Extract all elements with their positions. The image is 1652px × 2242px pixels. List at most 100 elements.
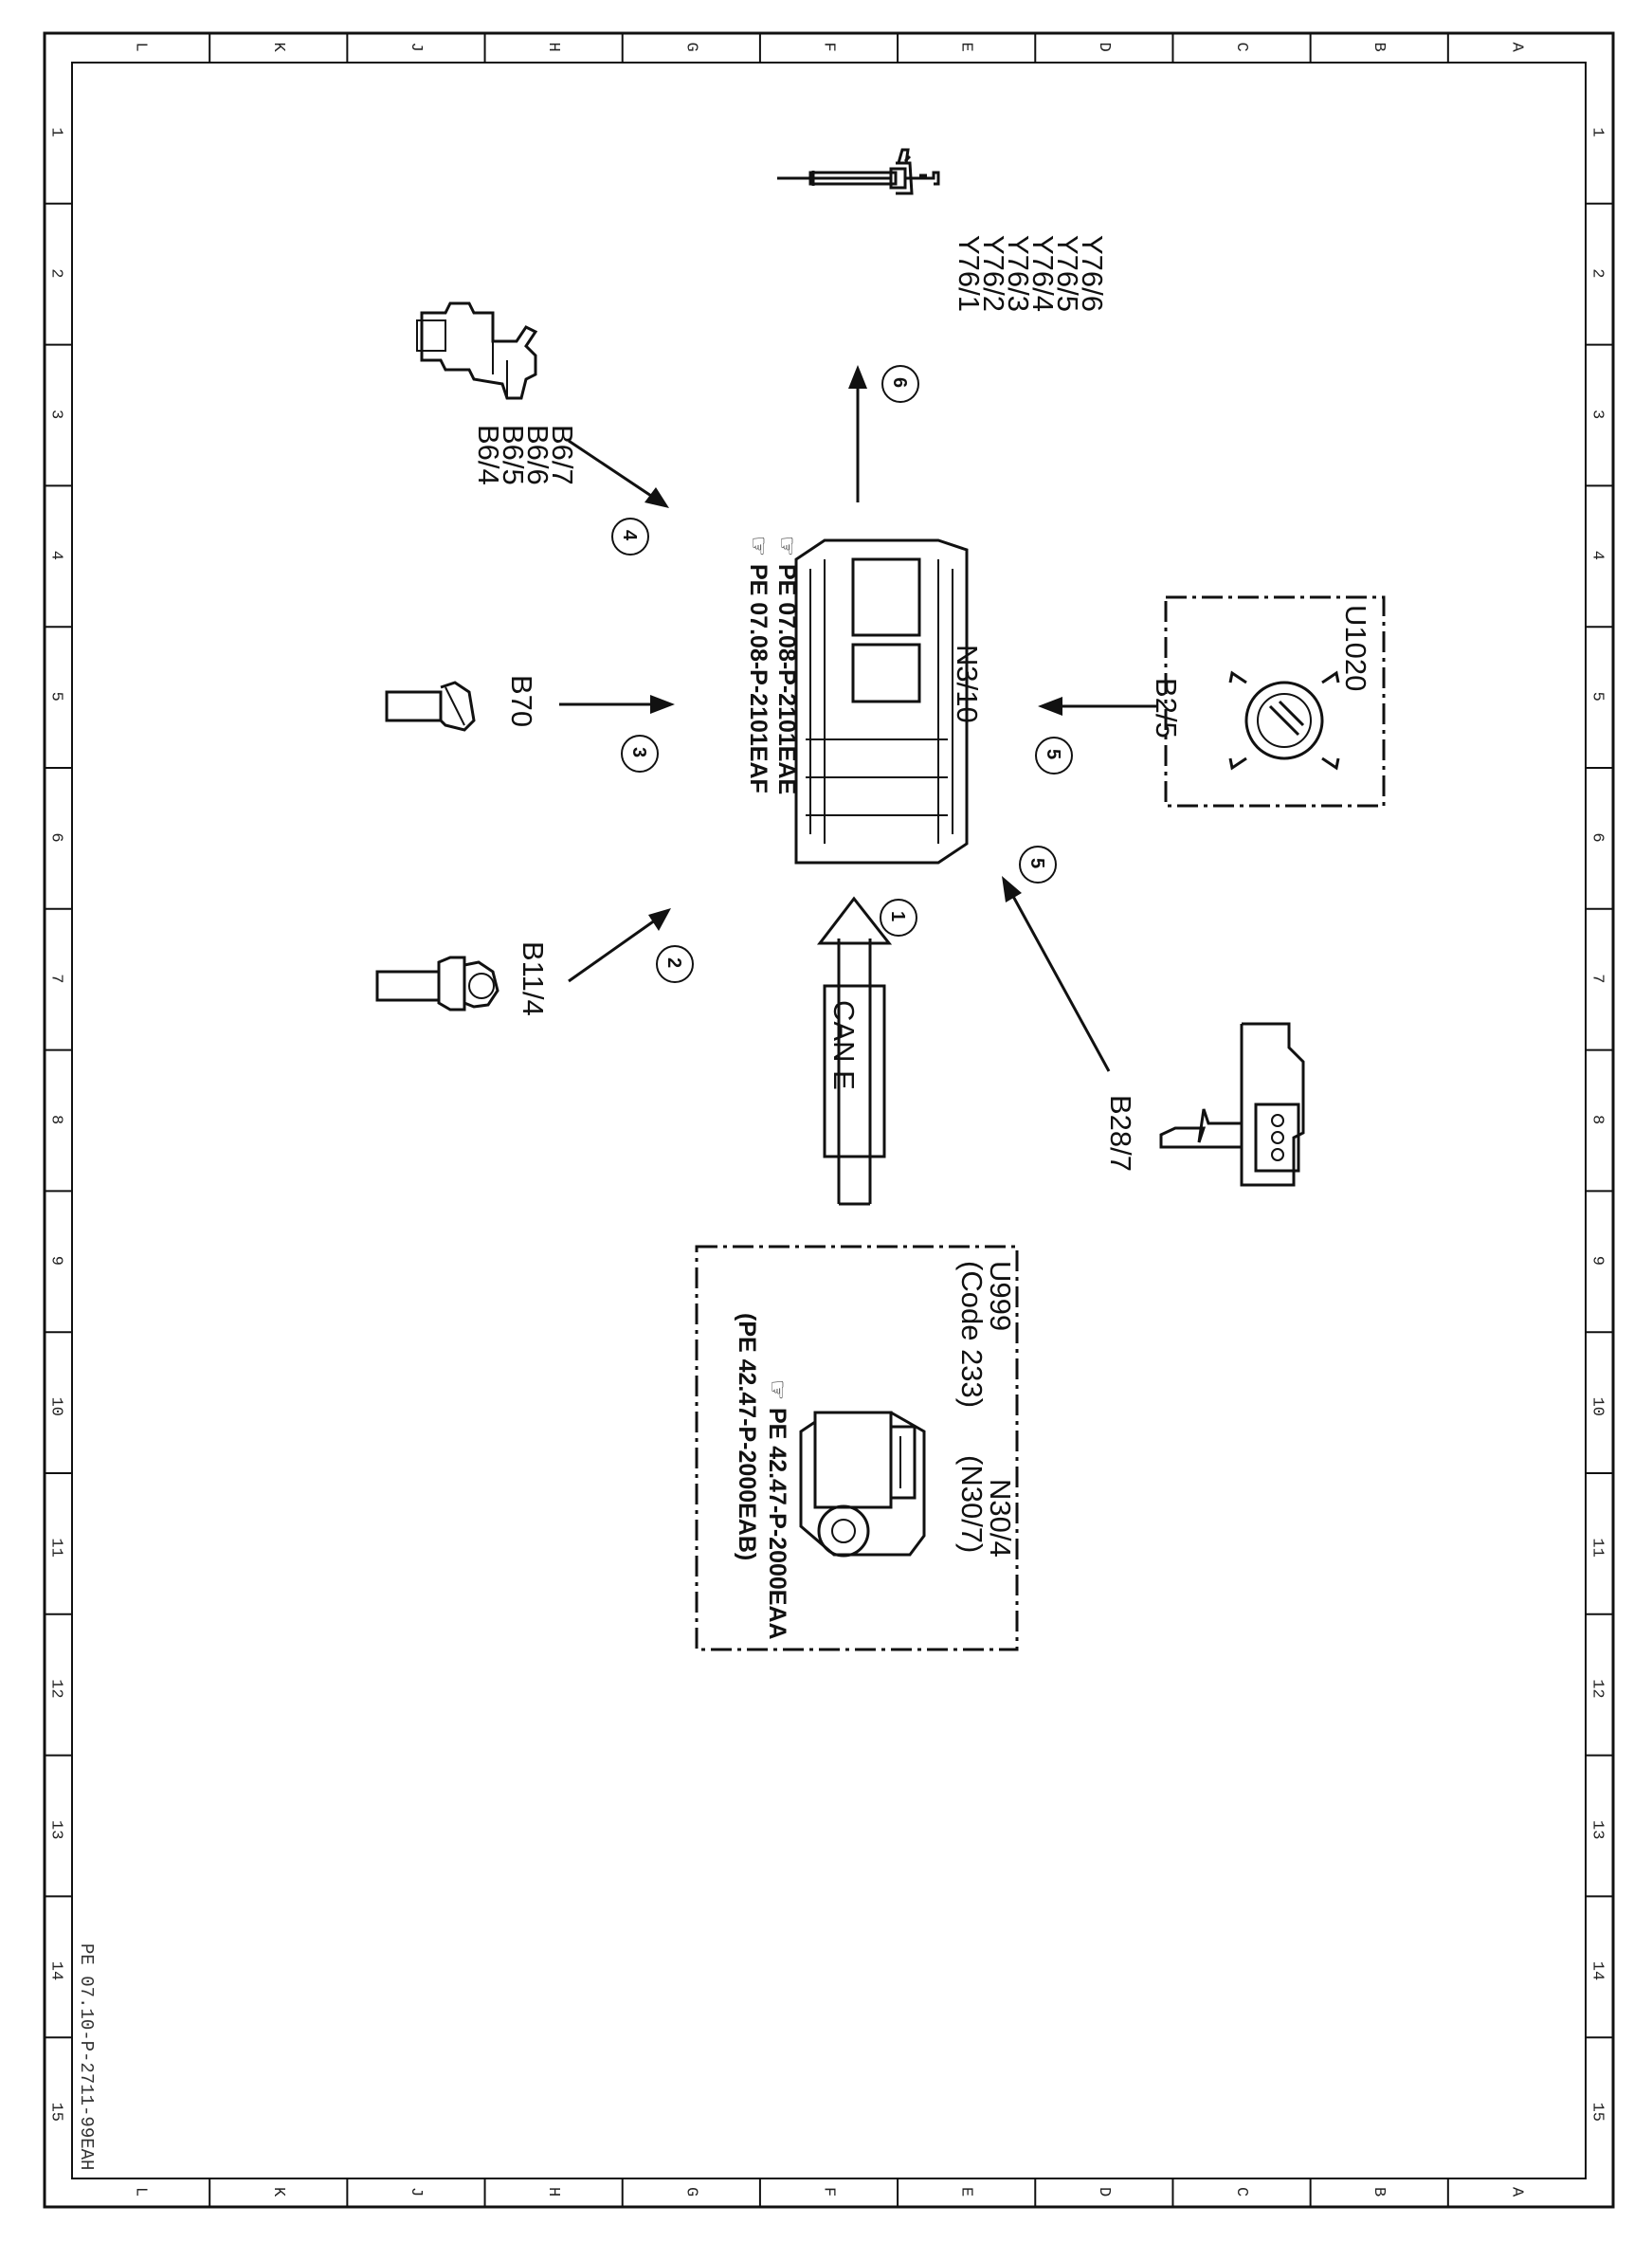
- column-letter: B: [1370, 2187, 1388, 2196]
- b28-7-sensor-icon: [1159, 1022, 1305, 1187]
- ecu-label: N3/10: [951, 645, 984, 723]
- row-number: 15: [47, 2103, 65, 2122]
- row-number: 12: [1588, 1679, 1607, 1698]
- n30-7-label: (N30/7): [955, 1455, 989, 1553]
- arrow-head-b28-7: [1002, 876, 1022, 902]
- can-bus-line: [837, 939, 872, 1206]
- row-number: 14: [47, 1961, 65, 1980]
- column-letter: B: [1370, 43, 1388, 52]
- document-reference: PE 07.10-P-2711-99EAH: [76, 1943, 97, 2170]
- arrow-number-circle-3: [621, 735, 659, 773]
- injector-label: Y76/2: [977, 235, 1010, 312]
- hand-pointer-icon: ☞: [773, 536, 800, 556]
- row-number: 6: [1588, 832, 1607, 842]
- row-number: 5: [1588, 692, 1607, 702]
- row-number: 14: [1588, 1961, 1607, 1980]
- inner-frame: [71, 62, 1587, 2179]
- b11-4-sensor-icon: [375, 956, 499, 1012]
- u999-ref-1[interactable]: PE 42.47-P-2000EAA: [764, 1408, 790, 1640]
- arrow-number-6: 6: [889, 377, 910, 388]
- camshaft-sensor-label: B6/6: [521, 425, 554, 485]
- injector-label: Y76/5: [1051, 235, 1084, 312]
- b70-sensor-icon: [385, 681, 476, 732]
- arrow-number-circle-5b: [1019, 846, 1057, 884]
- u999-ref-2[interactable]: (PE 42.47-P-2000EAB): [734, 1313, 760, 1560]
- row-number: 10: [47, 1397, 65, 1416]
- ecu-n3-10: N3/10 PE 07.08-P-2101EAE PE 07.08-P-2101…: [745, 536, 984, 865]
- arrow-number-circle-4: [611, 518, 649, 556]
- row-number: 4: [47, 551, 65, 560]
- injector-label: Y76/4: [1026, 235, 1060, 312]
- row-number: 8: [1588, 1115, 1607, 1124]
- arrow-head-camshaft: [644, 487, 669, 508]
- can-bus-label: CAN E: [827, 1000, 861, 1090]
- arrow-b28-7: [1008, 890, 1111, 1072]
- ecu-ref-1[interactable]: PE 07.08-P-2101EAE: [773, 564, 800, 794]
- b11-4-sensor-group: B11/4 2: [375, 908, 694, 1016]
- b70-label: B70: [505, 675, 538, 727]
- row-number: 1: [1588, 127, 1607, 137]
- column-letter: D: [1095, 43, 1113, 52]
- column-letter: H: [544, 2187, 562, 2196]
- arrow-number-2: 2: [663, 957, 684, 968]
- injector-label: Y76/1: [953, 235, 986, 312]
- injector-label: Y76/3: [1002, 235, 1035, 312]
- arrow-camshaft: [568, 439, 658, 501]
- n30-4-label: N30/4: [984, 1479, 1017, 1558]
- camshaft-sensor-icon: [416, 301, 538, 400]
- n30-4-module-icon: [799, 1411, 926, 1558]
- row-number: 7: [1588, 974, 1607, 983]
- arrow-number-5b: 5: [1026, 858, 1047, 868]
- b70-sensor-group: B70 3: [385, 675, 675, 773]
- arrow-head-b70: [650, 695, 675, 714]
- can-bus-group: CAN E 1: [816, 896, 917, 1206]
- column-letter: J: [407, 43, 425, 52]
- b2-5-label: B2/5: [1150, 678, 1183, 738]
- u1020-dashed-box: [1164, 595, 1386, 808]
- column-letter: H: [544, 43, 562, 52]
- row-number: 10: [1588, 1397, 1607, 1416]
- camshaft-sensor-label: B6/4: [472, 425, 505, 485]
- ecu-icon: [794, 538, 969, 865]
- arrow-number-circle-1: [880, 899, 917, 937]
- b28-7-group: B28/7 5: [1002, 846, 1305, 1187]
- row-number: 6: [47, 832, 65, 842]
- column-letter: C: [1232, 43, 1250, 52]
- b28-7-label: B28/7: [1104, 1095, 1137, 1172]
- arrow-head-b11-4: [648, 908, 671, 931]
- arrow-number-circle-2: [656, 945, 694, 983]
- arrow-number-3: 3: [628, 747, 649, 757]
- arrow-b11-4: [568, 916, 660, 983]
- row-number: 11: [47, 1538, 65, 1557]
- column-letter: A: [1507, 2187, 1525, 2197]
- injector-icon: [777, 148, 940, 195]
- arrow-head-injectors: [848, 365, 867, 389]
- camshaft-sensor-label: B6/5: [497, 425, 530, 485]
- row-number: 7: [47, 974, 65, 983]
- row-number: 4: [1588, 551, 1607, 560]
- row-number: 3: [47, 410, 65, 419]
- ecu-ref-2[interactable]: PE 07.08-P-2101EAF: [745, 564, 772, 793]
- can-bus-arrow-head: [816, 896, 893, 945]
- column-letter: F: [820, 2187, 838, 2196]
- column-letter: A: [1507, 43, 1525, 53]
- u999-code: (Code 233): [955, 1261, 989, 1408]
- column-letter: D: [1095, 2187, 1113, 2196]
- u1020-label: U1020: [1339, 605, 1372, 691]
- b2-5-sensor-icon: [1228, 670, 1340, 771]
- column-letter: K: [269, 43, 287, 53]
- column-letter: J: [407, 2187, 425, 2196]
- column-letter: F: [820, 43, 838, 52]
- camshaft-sensor-group: B6/4B6/5B6/6B6/7 4: [416, 301, 669, 556]
- row-number: 11: [1588, 1538, 1607, 1557]
- row-number: 2: [1588, 268, 1607, 278]
- u1020-group: U1020 B2/5 5: [1035, 595, 1386, 808]
- row-number: 15: [1588, 2103, 1607, 2122]
- hand-pointer-icon: ☞: [745, 536, 772, 556]
- outer-frame: [43, 31, 1615, 2209]
- column-letter: K: [269, 2187, 287, 2197]
